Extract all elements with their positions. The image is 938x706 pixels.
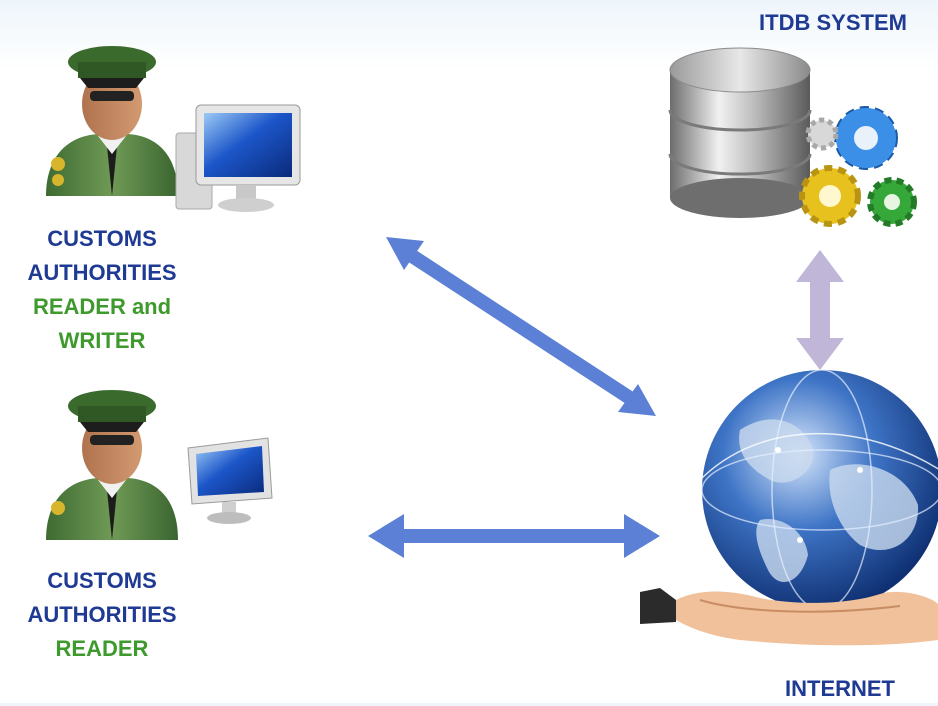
database-gears-icon bbox=[668, 47, 917, 227]
desktop-computer-icon bbox=[175, 104, 301, 212]
arrow-top-user-internet bbox=[386, 237, 656, 416]
system-label: ITDB SYSTEM bbox=[759, 10, 907, 35]
customs-officer-icon bbox=[46, 46, 178, 196]
top-user-role-line1: READER and bbox=[32, 294, 172, 319]
bottom-user-label: CUSTOMS AUTHORITIES READER bbox=[12, 564, 192, 666]
monitor-icon bbox=[187, 437, 273, 524]
bottom-user-title-line2: AUTHORITIES bbox=[27, 602, 177, 627]
top-user-label: CUSTOMS AUTHORITIES READER and WRITER bbox=[12, 222, 192, 358]
top-user-title-line1: CUSTOMS bbox=[47, 226, 157, 251]
globe-in-hand-icon bbox=[640, 369, 938, 646]
top-user-role-line2: WRITER bbox=[58, 328, 146, 353]
customs-officer-icon bbox=[46, 390, 178, 540]
arrow-system-internet bbox=[796, 250, 844, 370]
internet-label: INTERNET bbox=[785, 676, 895, 701]
arrow-bottom-user-internet bbox=[368, 514, 660, 558]
top-user-title-line2: AUTHORITIES bbox=[27, 260, 177, 285]
bottom-user-title-line1: CUSTOMS bbox=[47, 568, 157, 593]
bottom-user-role-line1: READER bbox=[55, 636, 149, 661]
